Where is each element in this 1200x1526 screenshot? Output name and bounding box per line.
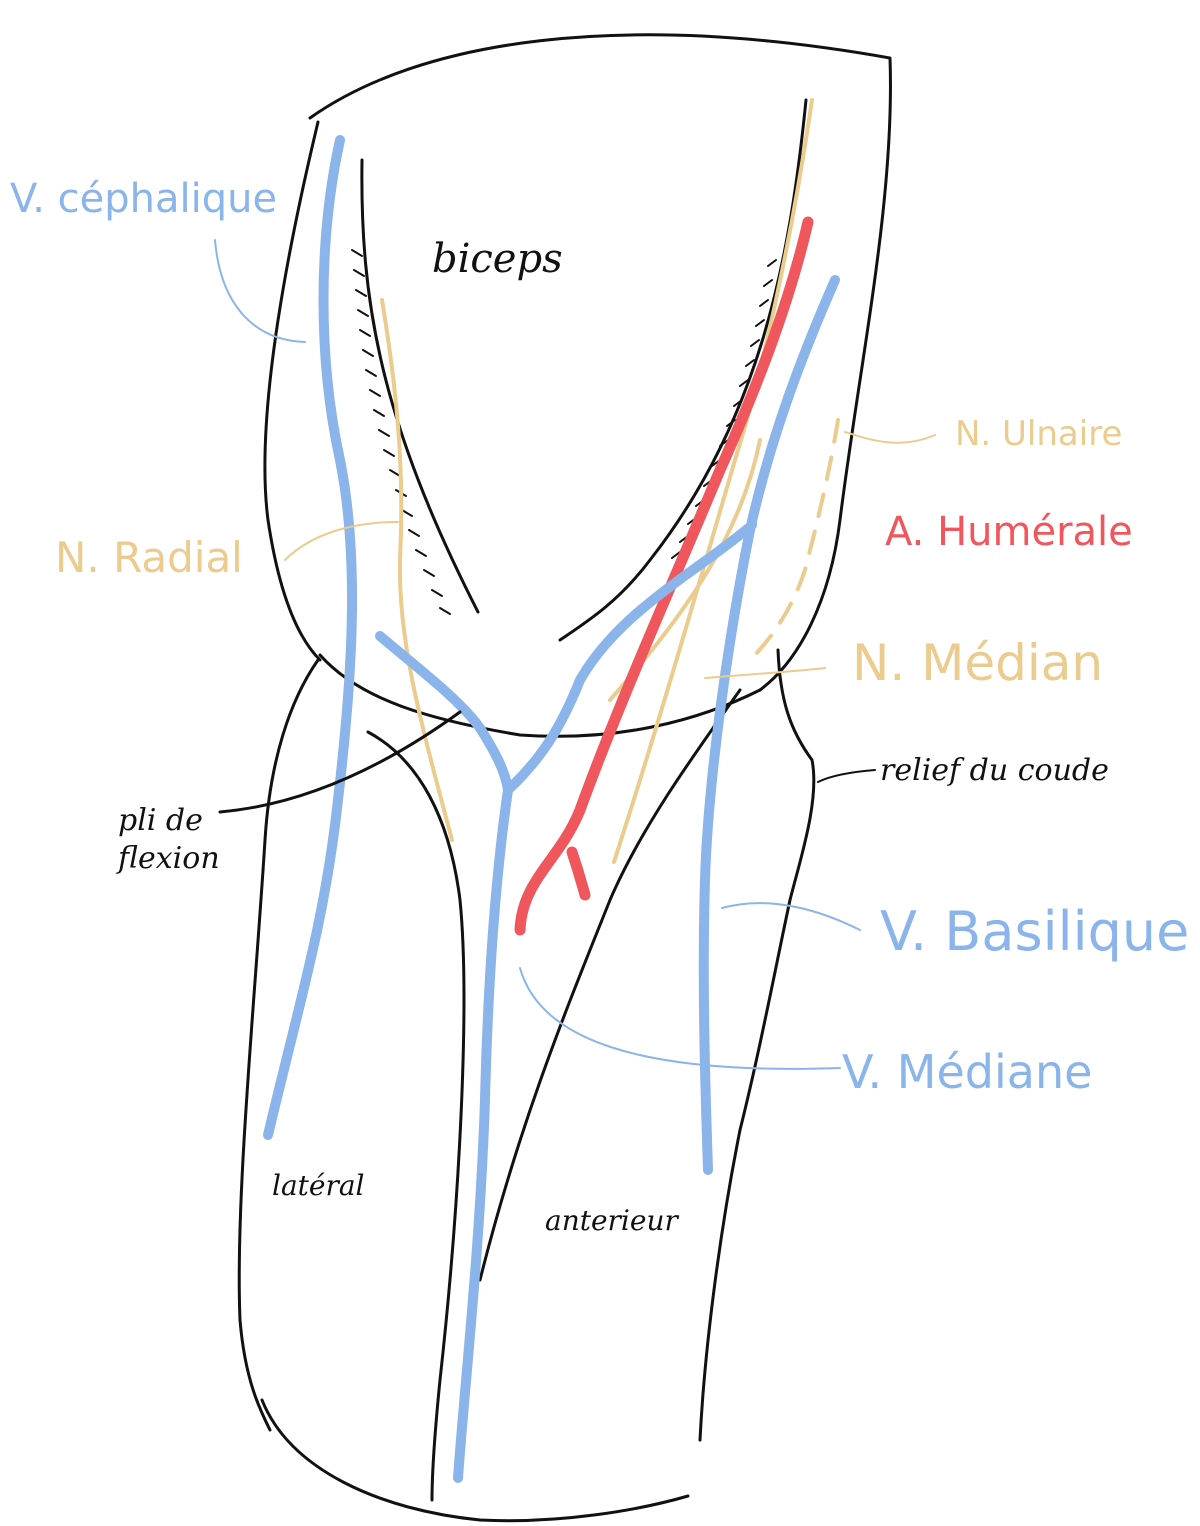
ulnar-nerve [750, 420, 838, 660]
label-biceps: biceps [432, 236, 563, 282]
label-ulnar-nerve: N. Ulnaire [955, 414, 1122, 454]
nerves [382, 100, 838, 862]
label-anterior: anterieur [545, 1204, 679, 1237]
label-median-nerve: N. Médian [852, 634, 1103, 692]
median-antebrachial-vein [458, 790, 508, 1478]
labels: biceps V. céphalique N. Ulnaire A. Humér… [10, 176, 1189, 1237]
label-flexion-fold-line1: pli de [118, 803, 203, 838]
label-cephalic-vein: V. céphalique [10, 176, 277, 222]
leader-cephalic [215, 240, 305, 342]
brachial-artery-branch [572, 852, 585, 895]
veins [268, 140, 835, 1478]
leader-basilic [722, 903, 860, 930]
label-elbow-relief: relief du coude [880, 753, 1109, 788]
forearm-lateral-contour [239, 660, 318, 1430]
label-brachial-artery: A. Humérale [885, 509, 1133, 555]
leader-median-vein [520, 968, 840, 1069]
lateral-compartment-border [368, 732, 464, 1500]
label-lateral: latéral [272, 1169, 365, 1202]
leader-elbow [818, 770, 875, 782]
label-radial-nerve: N. Radial [55, 533, 243, 582]
forearm-bottom-contour [262, 1400, 688, 1521]
leader-radial [285, 522, 398, 560]
lateral-confluent-vein [380, 636, 508, 790]
radial-nerve [382, 300, 452, 840]
leader-ulnar [845, 432, 935, 443]
cephalic-vein [268, 140, 352, 1135]
hatch-medial [672, 260, 776, 558]
label-flexion-fold-line2: flexion [116, 841, 220, 876]
label-basilic-vein: V. Basilique [880, 900, 1189, 963]
biceps-lateral-border [362, 160, 478, 612]
label-median-vein: V. Médiane [842, 1045, 1092, 1099]
basilic-vein [704, 280, 835, 1170]
flexion-fold-curve [320, 655, 760, 736]
